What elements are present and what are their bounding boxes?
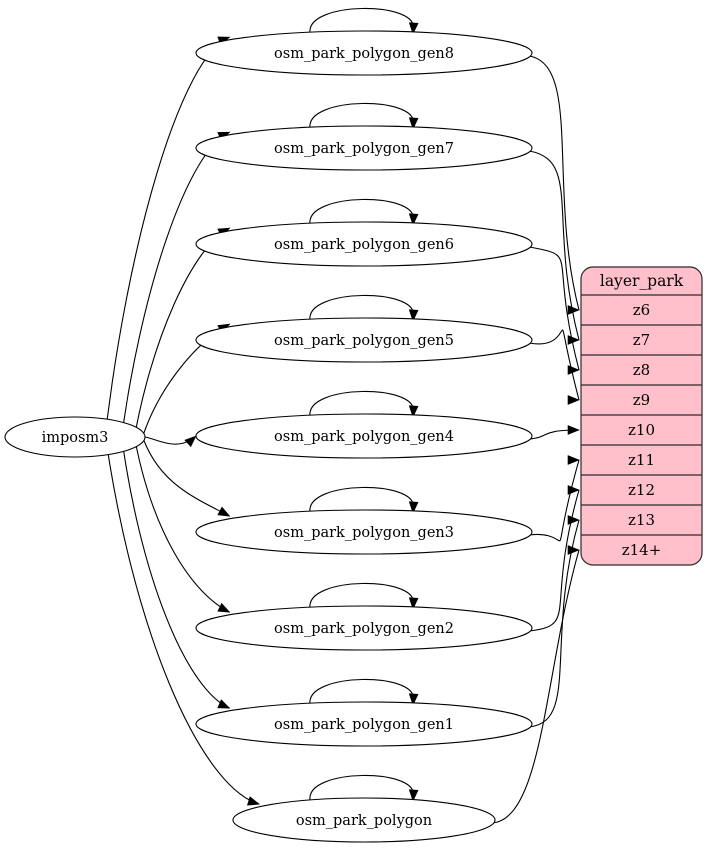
edge-gen7-to-z7 [529,150,580,341]
arrowhead-imposm3-to-gen4 [184,435,197,448]
edge-imposm3-to-gen2 [132,426,230,613]
edge-gen1-to-z13 [529,519,580,728]
edge-gen6-to-z8 [529,246,580,371]
self-loop-gen3 [309,486,414,513]
table-body [580,266,703,566]
table-header-label: layer_park [600,272,684,290]
node-ellipse-gen6 [195,221,533,267]
nodes-layer: imposm3 osm_park_polygon_gen8 osm_park_pol… [4,30,533,843]
edge-imposm3-to-gen3 [140,431,230,517]
self-loop-gen2 [309,582,414,609]
arrowhead-self-loop-gen1 [408,693,419,706]
table-node-gen1[interactable]: osm_park_polygon_gen1 [195,701,533,747]
edge-imposm3-to-base [102,419,260,805]
node-label-gen4: osm_park_polygon_gen4 [274,429,454,445]
table-row-label-z13: z13 [628,511,655,529]
edge-gen5-to-z9 [529,329,580,401]
arrowhead-self-loop-gen5 [408,309,419,322]
arrowhead-self-loop-gen3 [408,501,419,514]
arrowhead-imposm3-to-base [246,796,260,806]
node-label-gen7: osm_park_polygon_gen7 [274,141,454,157]
table-row-label-z10: z10 [628,421,655,439]
arrowhead-gen2-to-z12 [567,485,580,495]
arrowhead-self-loop-gen2 [408,597,419,610]
arrowhead-self-loop-gen8 [408,22,419,35]
arrowhead-self-loop-base [408,789,419,802]
node-ellipse-imposm3 [4,416,146,458]
table-row-z13[interactable]: z13 [628,511,655,529]
table-row-z14+[interactable]: z14+ [622,541,662,559]
table-node-gen7[interactable]: osm_park_polygon_gen7 [195,125,533,171]
node-label-gen3: osm_park_polygon_gen3 [274,525,454,541]
arrowhead-imposm3-to-gen2 [217,602,231,613]
arrowhead-self-loop-gen7 [408,117,419,130]
edge-gen8-to-z6 [529,55,580,311]
arrowhead-self-loop-gen6 [408,213,419,226]
edge-imposm3-to-gen1 [119,422,230,709]
edge-gen3-to-z11 [529,459,580,542]
self-loop-base [309,774,414,801]
arrowhead-gen5-to-z9 [567,395,580,405]
table-row-label-z14+: z14+ [622,541,662,559]
node-label-imposm3: imposm3 [42,430,109,446]
arrowhead-self-loop-gen4 [408,405,419,418]
arrowhead-imposm3-to-gen3 [217,506,231,517]
node-ellipse-gen4 [195,413,533,459]
self-loop-gen5 [309,294,414,321]
table-row-z7[interactable]: z7 [633,331,650,349]
arrowhead-gen7-to-z7 [567,335,580,345]
node-ellipse-gen7 [195,125,533,171]
arrowhead-imposm3-to-gen1 [217,699,231,709]
node-label-gen2: osm_park_polygon_gen2 [274,621,454,637]
layer-park-table[interactable]: layer_park z6 z7 z8 z9 z10 z11 z12 z13 z14+ [580,266,703,566]
table-row-label-z6: z6 [633,301,650,319]
table-node-gen6[interactable]: osm_park_polygon_gen6 [195,221,533,267]
node-ellipse-gen8 [195,30,533,76]
node-label-base: osm_park_polygon [296,813,432,829]
table-row-z11[interactable]: z11 [628,451,655,469]
node-label-gen6: osm_park_polygon_gen6 [274,237,454,253]
table-row-z9[interactable]: z9 [633,391,650,409]
node-label-gen1: osm_park_polygon_gen1 [274,717,454,733]
table-row-z10[interactable]: z10 [628,421,655,439]
arrowhead-gen4-to-z10 [567,425,580,435]
arrowhead-gen8-to-z6 [567,305,580,315]
table-node-base[interactable]: osm_park_polygon [232,797,496,843]
arrowhead-gen3-to-z11 [567,455,580,465]
arrowhead-base-to-z14+ [567,545,580,555]
node-ellipse-gen5 [195,317,533,363]
self-loop-gen8 [309,7,414,34]
source-node-imposm3[interactable]: imposm3 [4,416,146,458]
table-row-label-z8: z8 [633,361,650,379]
node-ellipse-gen1 [195,701,533,747]
self-loop-gen4 [309,390,414,417]
table-row-z8[interactable]: z8 [633,361,650,379]
table-node-gen4[interactable]: osm_park_polygon_gen4 [195,413,533,459]
self-loop-gen6 [309,198,414,225]
table-row-label-z11: z11 [628,451,655,469]
table-node-gen8[interactable]: osm_park_polygon_gen8 [195,30,533,76]
edge-gen2-to-z12 [529,489,580,632]
table-node-gen3[interactable]: osm_park_polygon_gen3 [195,509,533,555]
edge-imposm3-to-gen7 [119,131,230,452]
node-label-gen5: osm_park_polygon_gen5 [274,333,454,349]
node-label-gen8: osm_park_polygon_gen8 [274,46,454,62]
edge-base-to-z14+ [492,549,580,824]
node-ellipse-gen3 [195,509,533,555]
table-row-label-z12: z12 [628,481,655,499]
table-row-label-z7: z7 [633,331,650,349]
table-node-gen5[interactable]: osm_park_polygon_gen5 [195,317,533,363]
self-loop-gen7 [309,102,414,129]
arrowhead-gen1-to-z13 [567,515,580,525]
table-node-gen2[interactable]: osm_park_polygon_gen2 [195,605,533,651]
node-ellipse-gen2 [195,605,533,651]
self-loop-gen1 [309,678,414,705]
arrowhead-gen6-to-z8 [567,365,580,375]
table-row-z12[interactable]: z12 [628,481,655,499]
node-ellipse-base [232,797,496,843]
table-row-z6[interactable]: z6 [633,301,650,319]
table-row-label-z9: z9 [633,391,650,409]
